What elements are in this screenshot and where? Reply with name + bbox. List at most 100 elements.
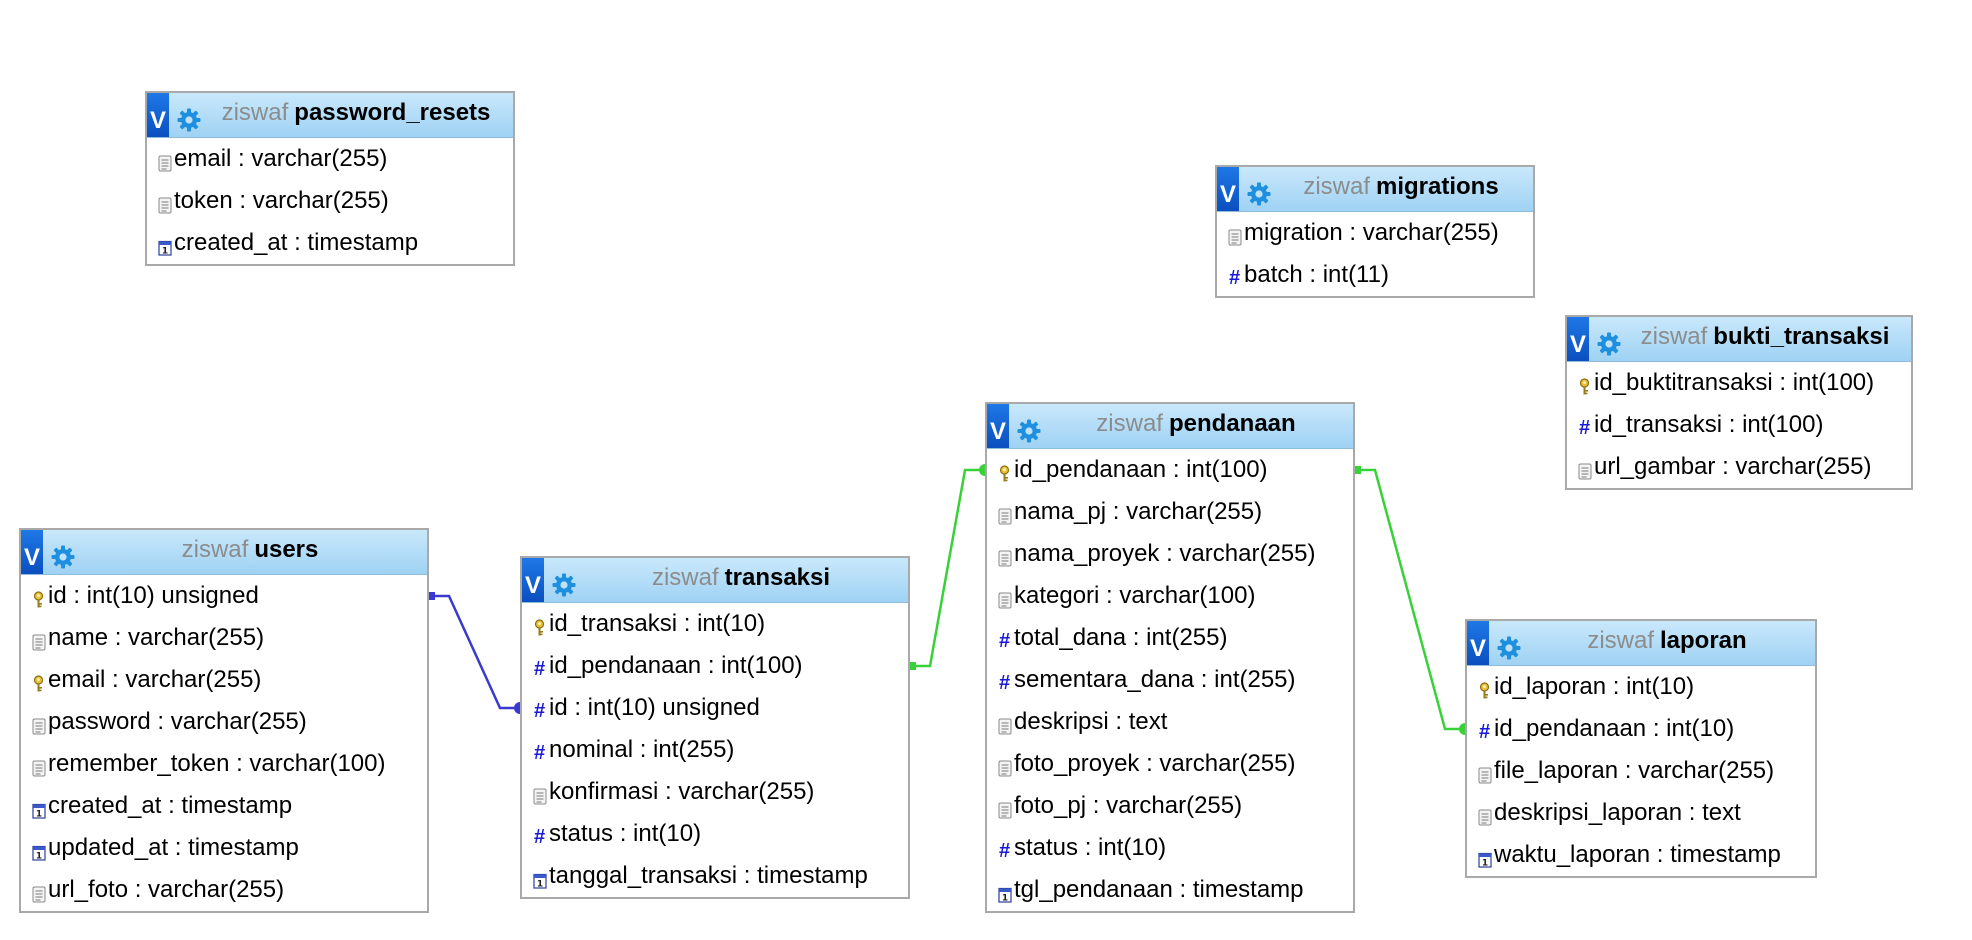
column-row[interactable]: #sementara_dana : int(255) [987,659,1353,701]
column-row[interactable]: #nominal : int(255) [522,729,908,771]
gear-icon[interactable] [1595,330,1623,358]
toggle-columns-button[interactable]: V [21,530,43,574]
column-label: token : varchar(255) [174,187,389,214]
column-row[interactable]: #batch : int(11) [1217,254,1533,296]
column-row[interactable]: #total_dana : int(255) [987,617,1353,659]
column-row[interactable]: #id : int(10) unsigned [522,687,908,729]
toggle-columns-button[interactable]: V [1217,167,1239,211]
column-label: status : int(10) [549,820,702,847]
column-row[interactable]: deskripsi : text [987,701,1353,743]
column-label: id_pendanaan : int(10) [1494,715,1735,742]
column-label: id_pendanaan : int(100) [1014,456,1268,483]
column-label: kategori : varchar(100) [1014,582,1256,609]
gear-icon[interactable] [1245,180,1273,208]
column-row[interactable]: name : varchar(255) [21,617,427,659]
column-row[interactable]: #status : int(10) [987,827,1353,869]
gear-icon[interactable] [550,571,578,599]
column-row[interactable]: #id_pendanaan : int(10) [1467,708,1815,750]
text-column-icon [997,799,1012,819]
column-label: total_dana : int(255) [1014,624,1228,651]
column-row[interactable]: foto_pj : varchar(255) [987,785,1353,827]
database-name: ziswaf [1640,323,1708,350]
toggle-columns-button[interactable]: V [147,93,169,137]
gear-icon[interactable] [1495,634,1523,662]
column-row[interactable]: id_buktitransaksi : int(100) [1567,362,1911,404]
gear-icon[interactable] [49,543,77,571]
column-row[interactable]: migration : varchar(255) [1217,212,1533,254]
column-row[interactable]: email : varchar(255) [21,659,427,701]
primary-key-icon [997,463,1012,483]
text-column-icon [31,715,46,735]
text-column-icon [997,547,1012,567]
column-label: id : int(10) unsigned [48,582,259,609]
column-row[interactable]: #status : int(10) [522,813,908,855]
column-row[interactable]: #id_pendanaan : int(100) [522,645,908,687]
column-row[interactable]: id : int(10) unsigned [21,575,427,617]
database-name: ziswaf [1303,173,1370,200]
gear-icon[interactable] [175,106,203,134]
column-row[interactable]: email : varchar(255) [147,138,513,180]
timestamp-column-icon: 1 [31,799,46,819]
toggle-columns-button[interactable]: V [522,558,544,602]
column-row[interactable]: konfirmasi : varchar(255) [522,771,908,813]
column-label: nama_proyek : varchar(255) [1014,540,1316,567]
toggle-columns-button[interactable]: V [1467,621,1489,665]
text-column-icon [31,631,46,651]
column-row[interactable]: foto_proyek : varchar(255) [987,743,1353,785]
table-name: password_resets [294,99,491,126]
column-row[interactable]: kategori : varchar(100) [987,575,1353,617]
column-label: email : varchar(255) [174,145,388,172]
column-row[interactable]: id_laporan : int(10) [1467,666,1815,708]
timestamp-column-icon: 1 [157,236,172,256]
column-row[interactable]: deskripsi_laporan : text [1467,792,1815,834]
column-label: id_transaksi : int(100) [1594,411,1824,438]
column-label: batch : int(11) [1244,261,1389,288]
column-label: tgl_pendanaan : timestamp [1014,876,1304,903]
column-label: migration : varchar(255) [1244,219,1499,246]
column-row[interactable]: password : varchar(255) [21,701,427,743]
column-row[interactable]: remember_token : varchar(100) [21,743,427,785]
column-row[interactable]: id_transaksi : int(10) [522,603,908,645]
column-row[interactable]: token : varchar(255) [147,180,513,222]
column-label: url_gambar : varchar(255) [1594,453,1872,480]
column-row[interactable]: url_gambar : varchar(255) [1567,446,1911,488]
gear-icon[interactable] [1015,417,1043,445]
column-row[interactable]: file_laporan : varchar(255) [1467,750,1815,792]
database-name: ziswaf [221,99,289,126]
column-row[interactable]: nama_pj : varchar(255) [987,491,1353,533]
column-row[interactable]: url_foto : varchar(255) [21,869,427,911]
table-name: laporan [1660,627,1747,654]
database-name: ziswaf [1096,410,1163,437]
toggle-columns-button[interactable]: V [987,404,1009,448]
column-label: id_transaksi : int(10) [549,610,766,637]
column-row[interactable]: id_pendanaan : int(100) [987,449,1353,491]
column-row[interactable]: nama_proyek : varchar(255) [987,533,1353,575]
database-name: ziswaf [181,536,249,563]
column-row[interactable]: #id_transaksi : int(100) [1567,404,1911,446]
primary-key-icon [1577,376,1592,396]
toggle-columns-button[interactable]: V [1567,317,1589,361]
